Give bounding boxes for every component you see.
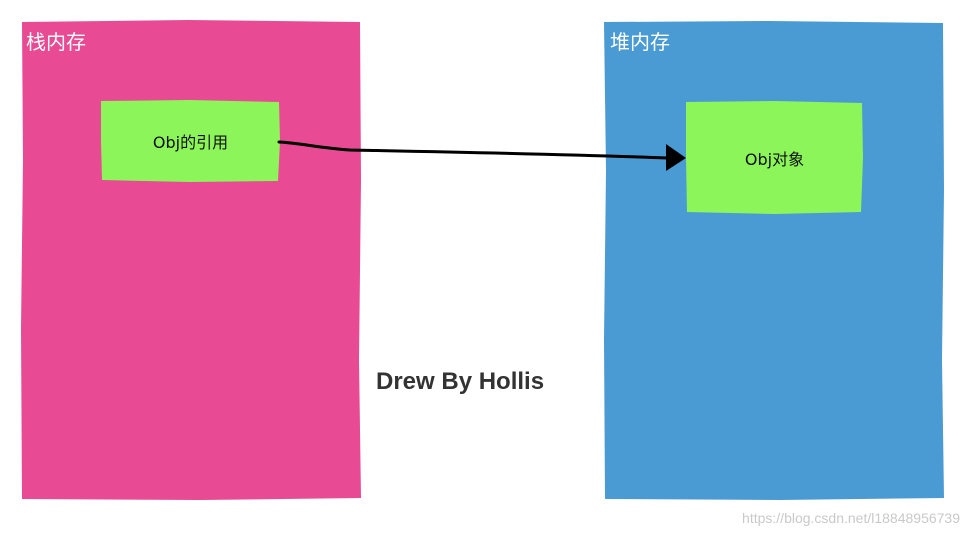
reference-arrow-line <box>277 140 670 160</box>
author-credit: Drew By Hollis <box>376 368 545 395</box>
stack-memory-label: 栈内存 <box>26 30 86 54</box>
arrow-head-icon <box>666 144 686 171</box>
stack-memory-panel <box>21 20 361 500</box>
reference-node-label: Obj的引用 <box>152 133 229 152</box>
heap-memory-label: 堆内存 <box>610 30 670 54</box>
object-node-box <box>686 101 863 214</box>
heap-memory-panel <box>604 21 944 500</box>
reference-node-box <box>101 100 280 182</box>
watermark-text: https://blog.csdn.net/l18848956739 <box>742 510 960 526</box>
object-node: Obj对象 <box>686 102 863 213</box>
object-node-label: Obj对象 <box>744 149 805 169</box>
reference-node: Obj的引用 <box>101 101 280 181</box>
